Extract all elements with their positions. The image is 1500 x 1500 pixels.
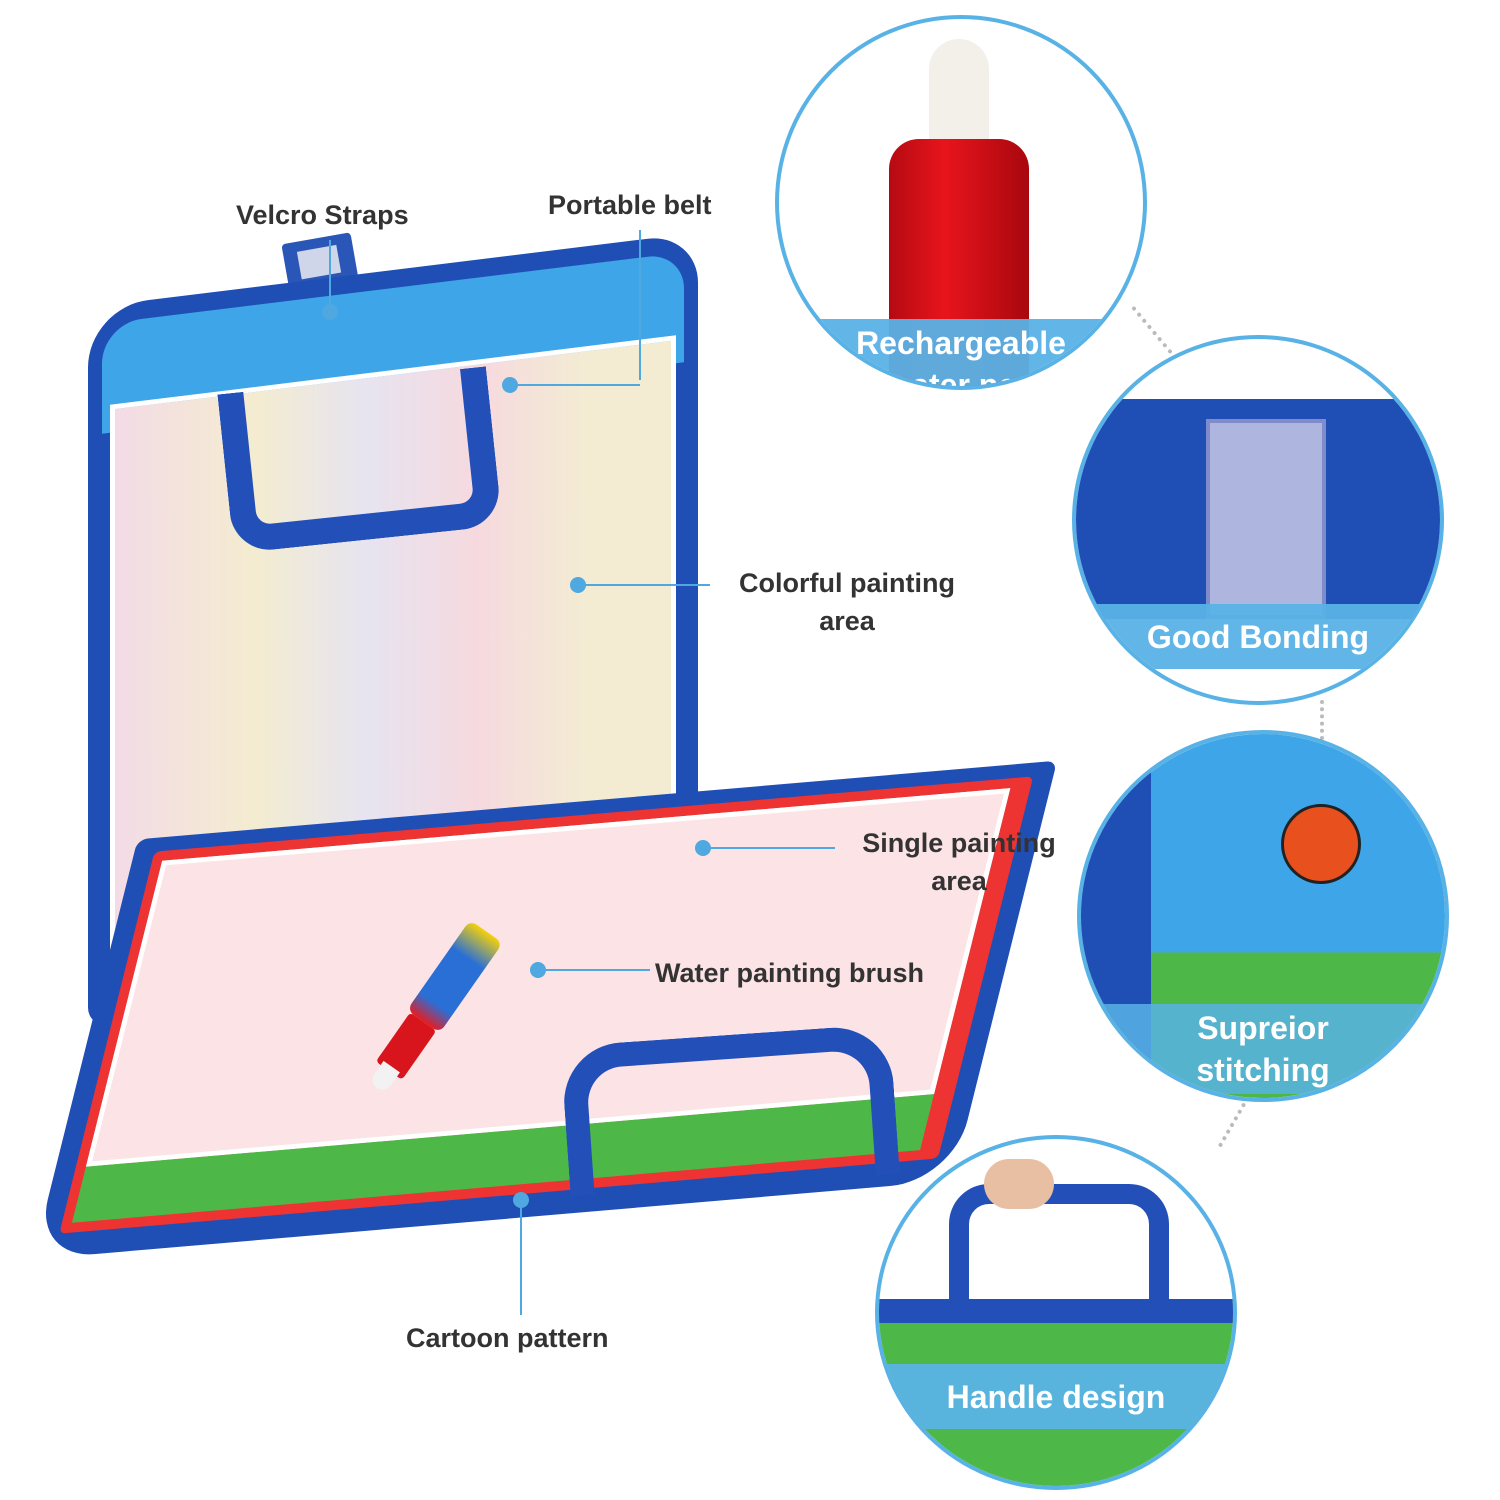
callout-dot xyxy=(530,962,546,978)
leader-line xyxy=(510,384,640,386)
feature-banner: Rechargeable water pen xyxy=(779,319,1143,390)
feature-banner: Handle design xyxy=(879,1364,1233,1429)
leader-line xyxy=(578,584,710,586)
cartoon-character-image xyxy=(1281,804,1361,884)
hand-image xyxy=(984,1159,1054,1209)
callout-dot xyxy=(570,577,586,593)
leader-line xyxy=(538,969,650,971)
connector xyxy=(1217,1102,1247,1148)
label-colorful-painting-area: Colorful painting area xyxy=(727,564,967,640)
label-line: Single painting xyxy=(862,828,1056,858)
leader-line xyxy=(329,240,331,310)
banner-text: Good Bonding xyxy=(1146,618,1370,655)
label-line: area xyxy=(819,606,875,636)
label-velcro-straps: Velcro Straps xyxy=(236,200,409,230)
feature-stitching: Supreior stitching xyxy=(1077,730,1449,1102)
label-line: area xyxy=(931,866,987,896)
label-cartoon-pattern: Cartoon pattern xyxy=(406,1323,609,1353)
velcro-image xyxy=(1206,419,1326,619)
feature-water-pen: Rechargeable water pen xyxy=(775,15,1147,390)
banner-text: Handle design xyxy=(946,1378,1166,1415)
feature-banner: Good Bonding xyxy=(1076,604,1440,669)
feature-banner: Supreior stitching xyxy=(1081,1004,1445,1094)
top-handle xyxy=(217,366,503,554)
banner-text: Rechargeable xyxy=(856,325,1066,361)
banner-text: stitching xyxy=(1196,1052,1330,1088)
banner-text: water pen xyxy=(886,367,1036,390)
leader-line xyxy=(520,1200,522,1315)
label-single-painting-area: Single painting area xyxy=(850,824,1068,900)
callout-dot xyxy=(502,377,518,393)
label-portable-belt: Portable belt xyxy=(548,190,712,220)
connector xyxy=(1320,700,1324,740)
feature-good-bonding: Good Bonding xyxy=(1072,335,1444,705)
label-water-painting-brush: Water painting brush xyxy=(655,958,924,988)
leader-line xyxy=(639,230,641,380)
feature-handle-design: Handle design xyxy=(875,1135,1237,1490)
banner-text: Supreior xyxy=(1197,1010,1329,1046)
bottom-handle xyxy=(560,1023,900,1197)
callout-dot xyxy=(513,1192,529,1208)
callout-dot xyxy=(695,840,711,856)
handle-image xyxy=(949,1184,1169,1314)
label-line: Colorful painting xyxy=(739,568,955,598)
leader-line xyxy=(703,847,835,849)
callout-dot xyxy=(322,304,338,320)
